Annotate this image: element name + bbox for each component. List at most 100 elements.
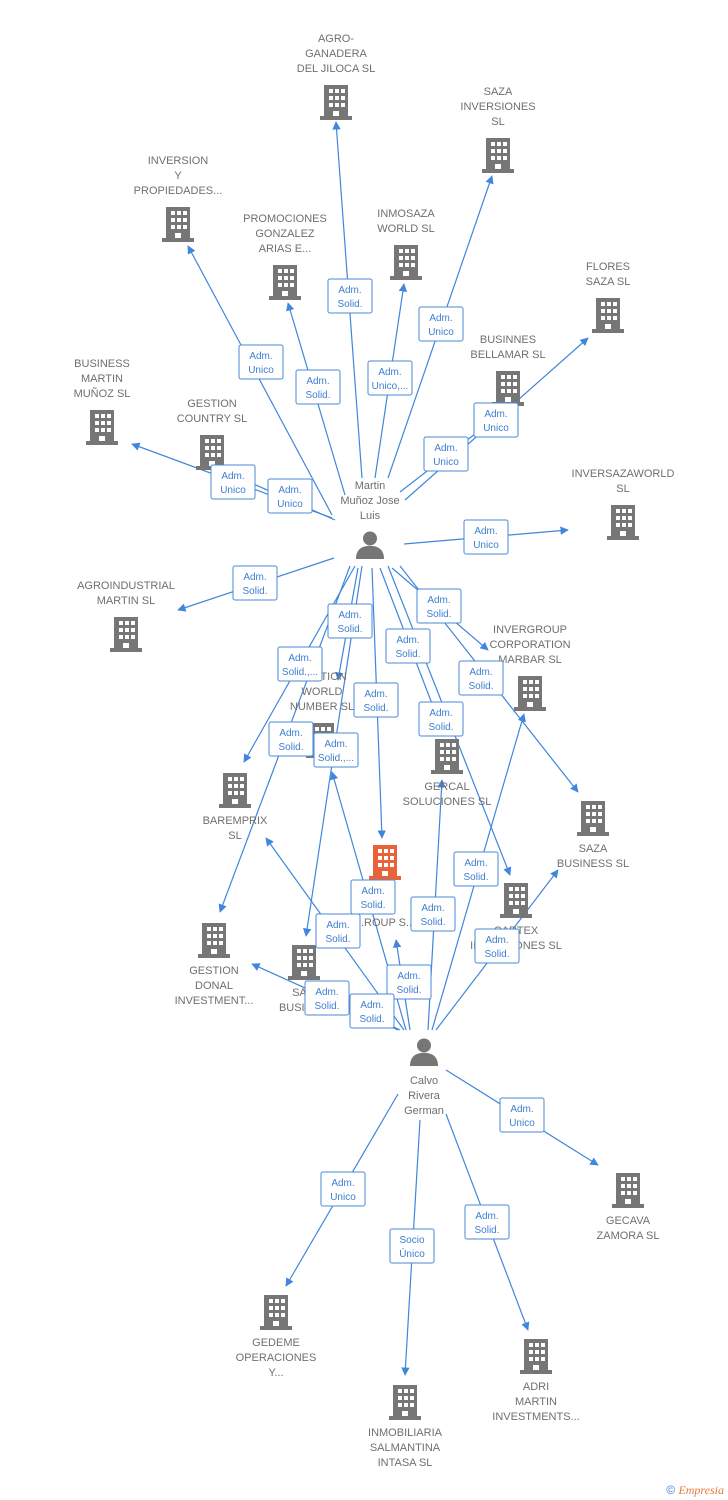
edge-label-martin_person-to-invergroup[interactable]: Adm.Solid.	[416, 588, 462, 624]
edge-label-martin_person-to-inversazaworld[interactable]: Adm.Unico	[463, 519, 509, 555]
edge-label-box	[389, 1228, 435, 1264]
edge-label-martin_person-to-agro_jiloca[interactable]: Adm.Solid.	[327, 278, 373, 314]
edge-label-box	[232, 565, 278, 601]
edge-label-text: Adm.	[397, 971, 420, 982]
edge-label-box	[350, 879, 396, 915]
edge-label-text: Adm.	[427, 595, 450, 606]
edge-label-martin_person-to-businnes_bellamar[interactable]: Adm.Unico	[423, 436, 469, 472]
edge-label-calvo_person-to-focus[interactable]: Adm.Solid.	[350, 879, 396, 915]
edge-label-martin_person-to-baremprix[interactable]: Adm.Solid.,...	[277, 646, 323, 682]
node-businnes_bellamar[interactable]: BUSINNES BELLAMAR SL	[470, 334, 546, 406]
edge-label-martin_person-to-gestion_world[interactable]: Adm.Solid.	[327, 603, 373, 639]
edge-label-box	[473, 402, 519, 438]
edge-label-text: Adm.	[464, 858, 487, 869]
edge-label-martin_person-to-promo_gonzalez[interactable]: Adm.Solid.	[295, 369, 341, 405]
edge-label-text: Solid.	[420, 917, 445, 928]
edge-label-calvo_person-to-gestion_donal[interactable]: Adm.Solid.	[304, 980, 350, 1016]
edge-label-text: Unico	[248, 365, 274, 376]
edge-label-martin_person-to-business_martin[interactable]: Adm.Unico	[210, 464, 256, 500]
edge-label-text: Adm.	[361, 886, 384, 897]
building-icon	[369, 845, 401, 880]
edge-label-box	[499, 1097, 545, 1133]
edge-label-calvo_person-to-saza_business[interactable]: Adm.Solid.	[474, 928, 520, 964]
node-label: WORLD	[302, 686, 343, 698]
edge-label-text: Unico	[509, 1118, 535, 1129]
building-icon	[607, 505, 639, 540]
node-label: Y...	[268, 1367, 283, 1379]
node-label: BAREMPRIX	[203, 815, 268, 827]
edge-label-calvo_person-to-gercal[interactable]: Adm. Solid.	[386, 964, 432, 1000]
edge-label-box	[385, 628, 431, 664]
node-label: BELLAMAR SL	[470, 349, 545, 361]
edge-label-martin_person-to-inversion_prop[interactable]: Adm.Unico	[238, 344, 284, 380]
edge-label-martin_person-to-gestion_donal[interactable]: Adm.Solid.	[268, 721, 314, 757]
edge-label-calvo_person-to-invergroup[interactable]: Adm.Solid.	[453, 851, 499, 887]
edge-label-box	[367, 360, 413, 396]
edge-label-martin_person-to-saza_inv[interactable]: Adm.Unico	[418, 306, 464, 342]
footer-brand[interactable]: © Empresia	[666, 1483, 724, 1498]
edge-label-text: Adm.	[324, 739, 347, 750]
building-icon	[492, 371, 524, 406]
edge-label-martin_person-to-gestion_country[interactable]: Adm.Unico	[267, 478, 313, 514]
node-gedeme[interactable]: GEDEMEOPERACIONESY...	[236, 1295, 317, 1379]
edge-label-text: Solid.	[396, 985, 421, 996]
edge-label-martin_person-to-saza_business[interactable]: Adm.Solid.	[458, 660, 504, 696]
edge-label-box	[353, 682, 399, 718]
edge-label-box	[295, 369, 341, 405]
edge-label-text: Solid.	[359, 1014, 384, 1025]
edge-label-text: Unico	[330, 1192, 356, 1203]
node-label: BUSINNES	[480, 334, 536, 346]
edge-label-martin_person-to-cartex[interactable]: Adm.Solid.	[418, 701, 464, 737]
edge-label-calvo_person-to-gecava[interactable]: Adm.Unico	[499, 1097, 545, 1133]
edge-label-text: Unico	[277, 499, 303, 510]
edge-label-text: Adm.	[279, 728, 302, 739]
edge-label-calvo_person-to-saza_business2[interactable]: Adm.Solid.	[349, 993, 395, 1029]
edge-label-martin_person-to-flores_saza[interactable]: Adm.Unico	[473, 402, 519, 438]
edge-label-box	[277, 646, 323, 682]
edge-label-calvo_person-to-gestion_world[interactable]: Adm.Solid.	[410, 896, 456, 932]
edge-label-martin_person-to-focus[interactable]: Adm.Solid.	[353, 682, 399, 718]
edge-label-text: Adm.	[485, 935, 508, 946]
node-gestion_donal[interactable]: GESTIONDONALINVESTMENT...	[175, 923, 254, 1007]
node-label: MARTIN	[81, 373, 123, 385]
building-icon	[198, 923, 230, 958]
edge-label-martin_person-to-gercal[interactable]: Adm.Solid.	[385, 628, 431, 664]
edge-label-box	[267, 478, 313, 514]
edge-label-box	[268, 721, 314, 757]
edge-label-box	[418, 701, 464, 737]
edge-label-box	[320, 1171, 366, 1207]
node-label: SL	[616, 483, 629, 495]
edge-label-calvo_person-to-gedeme[interactable]: Adm.Unico	[320, 1171, 366, 1207]
building-icon	[110, 617, 142, 652]
edge-label-martin_person-to-saza_business2[interactable]: Adm.Solid.,...	[313, 732, 359, 768]
node-adri_martin[interactable]: ADRIMARTININVESTMENTS...	[492, 1339, 580, 1423]
node-label: AGRO-	[318, 33, 354, 45]
node-label: Y	[174, 170, 182, 182]
edge-label-martin_person-to-agroindustrial[interactable]: Adm.Solid.	[232, 565, 278, 601]
edge-label-calvo_person-to-baremprix[interactable]: Adm.Solid.	[315, 913, 361, 949]
edge-label-martin_person-to-inmosaza[interactable]: Adm.Unico,...	[367, 360, 413, 396]
edge-label-calvo_person-to-adri_martin[interactable]: Adm.Solid.	[464, 1204, 510, 1240]
node-inversion_prop[interactable]: INVERSIONYPROPIEDADES...	[134, 155, 223, 242]
node-label: GECAVA	[606, 1215, 651, 1227]
edge-label-text: Adm.	[288, 653, 311, 664]
